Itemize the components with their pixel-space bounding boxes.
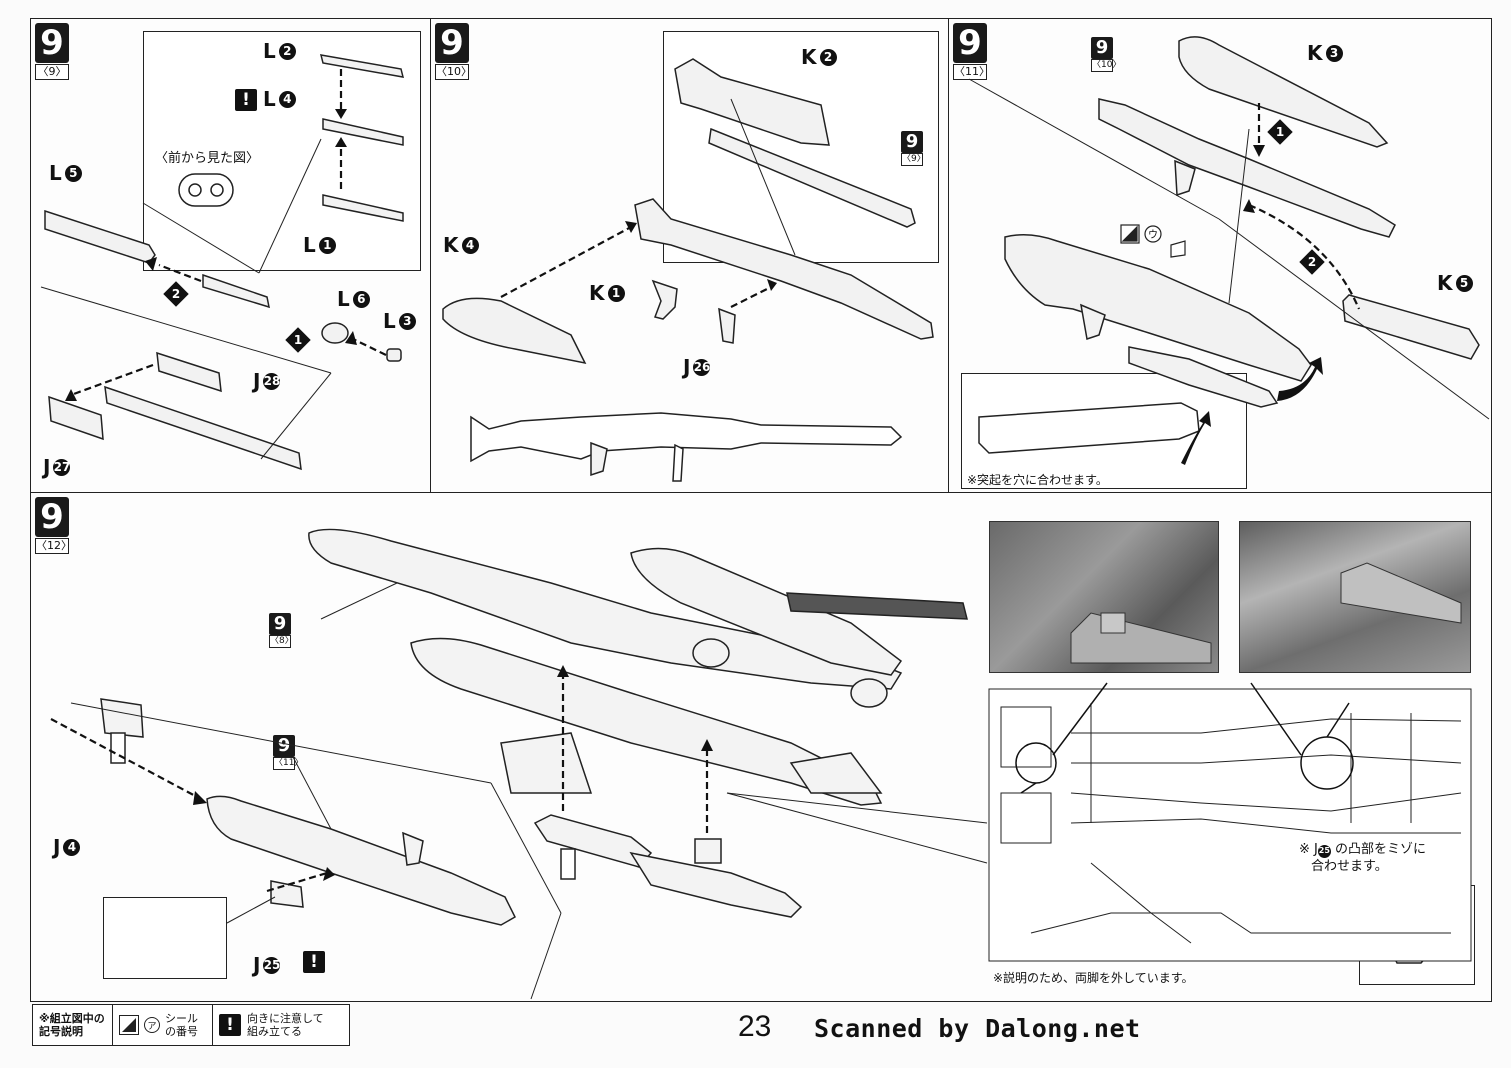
assembly-drawing xyxy=(442,58,934,482)
sticker-number-icon: ア xyxy=(144,1017,160,1033)
j25-alignment-note: ※ J25 の凸部をミゾに 合わせます。 xyxy=(1299,842,1426,874)
ref-step-9-10: 9〈10〉 xyxy=(1091,37,1122,72)
ref-step-9-9: 9〈9〉 xyxy=(901,131,926,166)
assembly-drawing xyxy=(968,36,1490,465)
page-number: 23 xyxy=(738,1010,772,1043)
caution-icon: ! xyxy=(235,89,257,111)
caution-icon: ! xyxy=(303,951,325,973)
step-sub-number: 〈10〉 xyxy=(435,64,472,80)
step-main-number: 9 xyxy=(435,23,469,63)
order-marker-2: 2 xyxy=(1299,249,1325,275)
step-number: 9 〈9〉 xyxy=(35,23,69,80)
step-main-number: 9 xyxy=(35,497,69,537)
ref-step-9-11: 9〈11〉 xyxy=(273,735,304,770)
step-9-11-panel: 9 〈11〉 9〈10〉 xyxy=(948,18,1492,494)
step-main-number: 9 xyxy=(953,23,987,63)
legend-sticker: ア シールの番号 xyxy=(113,1005,213,1045)
step-9-10-panel: 9 〈10〉 9〈9〉 xyxy=(430,18,950,494)
step-9-12-panel: 9 〈12〉 9〈8〉 9〈11〉 xyxy=(30,492,1492,1002)
step-sub-number: 〈12〉 xyxy=(35,538,72,554)
legend-caution: ! 向きに注意して組み立てる xyxy=(213,1005,349,1045)
step-9-9-panel: 9 〈9〉 xyxy=(30,18,432,494)
sticker-icon xyxy=(119,1015,139,1035)
assembly-drawing xyxy=(50,528,1472,1000)
caution-icon: ! xyxy=(219,1014,241,1036)
step-number: 9 〈12〉 xyxy=(35,497,72,554)
step-number: 9 〈10〉 xyxy=(435,23,472,80)
front-view-caption: 〈前から見た図〉 xyxy=(155,151,260,166)
order-marker-1: 1 xyxy=(1267,119,1293,145)
step-number: 9 〈11〉 xyxy=(953,23,990,80)
order-marker-2: 2 xyxy=(163,281,189,307)
alignment-note: ※突起を穴に合わせます。 xyxy=(967,473,1108,487)
ref-step-9-8: 9〈8〉 xyxy=(269,613,294,648)
scan-credit: Scanned by Dalong.net xyxy=(814,1014,1141,1043)
legs-removed-note: ※説明のため、両脚を外しています。 xyxy=(993,971,1194,985)
assembly-drawing xyxy=(40,54,405,471)
order-marker-1: 1 xyxy=(285,327,311,353)
detail-inset-small xyxy=(103,897,227,979)
legend-title: ※組立図中の記号説明 xyxy=(33,1005,113,1045)
step-main-number: 9 xyxy=(35,23,69,63)
step-sub-number: 〈9〉 xyxy=(35,64,69,80)
symbol-legend: ※組立図中の記号説明 ア シールの番号 ! 向きに注意して組み立てる xyxy=(32,1004,350,1046)
sticker-number: ウ xyxy=(1148,230,1158,241)
